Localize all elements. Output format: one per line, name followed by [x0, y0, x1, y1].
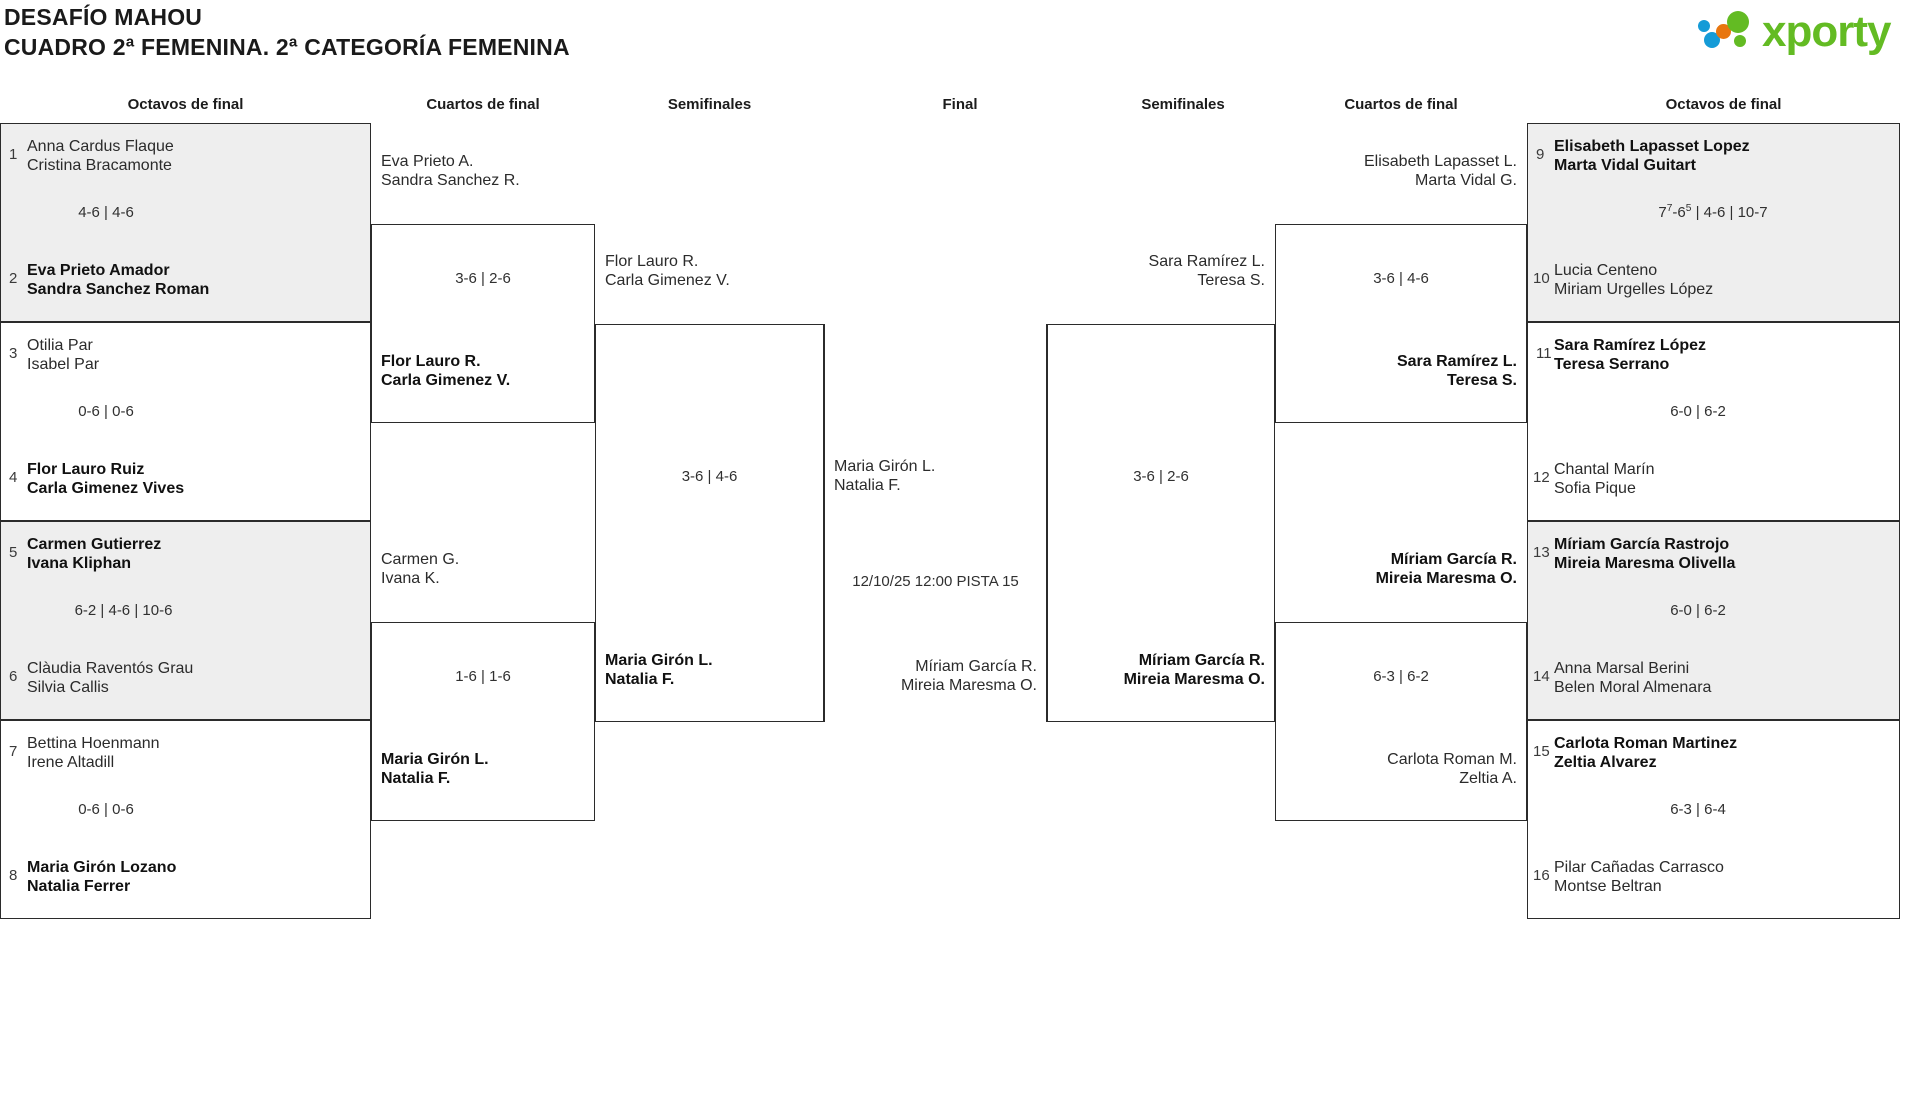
team-name-bottom: Anna Marsal Berini Belen Moral Almenara — [1554, 660, 1712, 696]
match-box-left-r16-2[interactable]: 3 Otilia Par Isabel Par 0-6 | 0-6 4 Flor… — [0, 322, 371, 521]
seed-number: 10 — [1533, 270, 1550, 287]
team-name-top: Carlota Roman Martinez Zeltia Alvarez — [1554, 735, 1738, 771]
seed-number: 13 — [1533, 544, 1550, 561]
team-name-bottom: Pilar Cañadas Carrasco Montse Beltran — [1554, 859, 1724, 895]
match-box-right-r16-2[interactable]: 11 Sara Ramírez López Teresa Serrano 6-0… — [1527, 322, 1900, 521]
match-box-left-qf-2[interactable] — [371, 622, 595, 821]
team-name-bottom: Chantal Marín Sofia Pique — [1554, 461, 1655, 497]
team-label-final-top: Maria Girón L. Natalia F. — [834, 458, 936, 494]
match-score: 6-2 | 4-6 | 10-6 — [74, 602, 173, 619]
seed-number: 3 — [9, 345, 18, 362]
match-box-left-r16-1[interactable]: 1 Anna Cardus Flaque Cristina Bracamonte… — [0, 123, 371, 322]
match-score-right-sf: 3-6 | 2-6 — [1133, 468, 1189, 485]
match-score-right-qf-1: 3-6 | 4-6 — [1373, 270, 1429, 287]
team-name-top: Carmen Gutierrez Ivana Kliphan — [27, 536, 162, 572]
team-name-bottom: Clàudia Raventós Grau Silvia Callis — [27, 660, 194, 696]
round-header-final: Final — [942, 96, 978, 113]
team-name-top: Elisabeth Lapasset Lopez Marta Vidal Gui… — [1554, 138, 1750, 174]
team-label-left-qf-1-bottom: Flor Lauro R. Carla Gimenez V. — [381, 353, 511, 389]
seed-number: 12 — [1533, 469, 1550, 486]
logo-wordmark: xporty — [1762, 7, 1891, 56]
team-name-top: Sara Ramírez López Teresa Serrano — [1554, 337, 1707, 373]
logo-dot-green-small — [1734, 35, 1746, 47]
team-label-left-qf-2-bottom: Maria Girón L. Natalia F. — [381, 751, 489, 787]
team-label-right-qf-1-bottom: Sara Ramírez L. Teresa S. — [1396, 353, 1517, 389]
seed-number: 11 — [1536, 345, 1552, 362]
team-name-bottom: Eva Prieto Amador Sandra Sanchez Roman — [27, 262, 210, 298]
seed-number: 2 — [9, 270, 18, 287]
match-score: 6-0 | 6-2 — [1670, 602, 1726, 619]
logo-dot-green-large — [1727, 11, 1749, 33]
seed-number: 16 — [1533, 867, 1550, 884]
team-label-right-qf-2-bottom: Carlota Roman M. Zeltia A. — [1387, 751, 1517, 787]
match-box-right-r16-1[interactable]: 9 Elisabeth Lapasset Lopez Marta Vidal G… — [1527, 123, 1900, 322]
round-header-left-qf: Cuartos de final — [426, 96, 540, 113]
page-title: DESAFÍO MAHOU CUADRO 2ª FEMENINA. 2ª CAT… — [4, 2, 570, 62]
round-header-right-sf: Semifinales — [1141, 96, 1225, 113]
seed-number: 7 — [9, 743, 18, 760]
match-box-right-qf-1[interactable] — [1275, 224, 1527, 423]
match-score: 6-0 | 6-2 — [1670, 403, 1726, 420]
tournament-subtitle: CUADRO 2ª FEMENINA. 2ª CATEGORÍA FEMENIN… — [4, 34, 570, 60]
xporty-logo[interactable]: xporty — [1694, 6, 1906, 58]
team-name-bottom: Maria Girón Lozano Natalia Ferrer — [27, 859, 177, 895]
match-box-left-sf[interactable] — [595, 324, 824, 722]
team-label-right-qf-2-top: Míriam García R. Mireia Maresma O. — [1375, 551, 1517, 587]
match-box-right-r16-3[interactable]: 13 Míriam García Rastrojo Mireia Maresma… — [1527, 521, 1900, 720]
team-name-top: Otilia Par Isabel Par — [27, 337, 100, 373]
seed-number: 8 — [9, 867, 18, 884]
round-header-right-qf: Cuartos de final — [1344, 96, 1458, 113]
seed-number: 14 — [1533, 668, 1550, 685]
match-score: 6-3 | 6-4 — [1670, 801, 1726, 818]
team-name-top: Anna Cardus Flaque Cristina Bracamonte — [27, 138, 174, 174]
match-box-right-sf[interactable] — [1047, 324, 1275, 722]
match-score: 0-6 | 0-6 — [78, 403, 134, 420]
match-box-final[interactable] — [824, 324, 1047, 722]
team-name-top: Míriam García Rastrojo Mireia Maresma Ol… — [1554, 536, 1736, 572]
seed-number: 4 — [9, 469, 18, 486]
round-header-left-r16: Octavos de final — [127, 96, 244, 113]
match-score-right-qf-2: 6-3 | 6-2 — [1373, 668, 1429, 685]
seed-number: 1 — [9, 146, 18, 163]
match-box-left-r16-4[interactable]: 7 Bettina Hoenmann Irene Altadill 0-6 | … — [0, 720, 371, 919]
match-box-right-r16-4[interactable]: 15 Carlota Roman Martinez Zeltia Alvarez… — [1527, 720, 1900, 919]
team-name-bottom: Lucia Centeno Miriam Urgelles López — [1554, 262, 1714, 298]
match-box-right-qf-2[interactable] — [1275, 622, 1527, 821]
team-name-bottom: Flor Lauro Ruiz Carla Gimenez Vives — [27, 461, 185, 497]
match-score: 0-6 | 0-6 — [78, 801, 134, 818]
team-name-top: Bettina Hoenmann Irene Altadill — [27, 735, 160, 771]
team-label-left-sf-bottom: Maria Girón L. Natalia F. — [605, 652, 713, 688]
seed-number: 9 — [1536, 146, 1545, 163]
logo-dot-orange — [1716, 24, 1731, 39]
logo-dot-blue-medium — [1704, 32, 1720, 48]
match-score-left-qf-1: 3-6 | 2-6 — [455, 270, 511, 287]
match-box-left-r16-3[interactable]: 5 Carmen Gutierrez Ivana Kliphan 6-2 | 4… — [0, 521, 371, 720]
match-box-left-qf-1[interactable] — [371, 224, 595, 423]
tournament-name: DESAFÍO MAHOU — [4, 4, 203, 30]
team-label-right-qf-1-top: Elisabeth Lapasset L. Marta Vidal G. — [1364, 153, 1517, 189]
round-header-left-sf: Semifinales — [667, 96, 752, 113]
team-label-right-sf-top: Sara Ramírez L. Teresa S. — [1148, 253, 1265, 289]
round-header-right-r16: Octavos de final — [1665, 96, 1782, 113]
seed-number: 6 — [9, 668, 18, 685]
team-label-right-sf-bottom: Míriam García R. Mireia Maresma O. — [1123, 652, 1265, 688]
match-score: 77-65 | 4-6 | 10-7 — [1658, 203, 1768, 221]
final-schedule: 12/10/25 12:00 PISTA 15 — [852, 573, 1019, 590]
seed-number: 15 — [1533, 743, 1550, 760]
logo-dot-blue-small — [1698, 20, 1710, 32]
match-score-left-sf: 3-6 | 4-6 — [681, 468, 738, 485]
seed-number: 5 — [9, 544, 18, 561]
team-label-final-bottom: Míriam García R. Mireia Maresma O. — [900, 658, 1037, 694]
team-label-left-qf-1-top: Eva Prieto A. Sandra Sanchez R. — [381, 153, 520, 189]
team-label-left-qf-2-top: Carmen G. Ivana K. — [381, 551, 460, 587]
match-score: 4-6 | 4-6 — [78, 204, 134, 221]
team-label-left-sf-top: Flor Lauro R. Carla Gimenez V. — [605, 253, 730, 289]
match-score-left-qf-2: 1-6 | 1-6 — [455, 668, 511, 685]
